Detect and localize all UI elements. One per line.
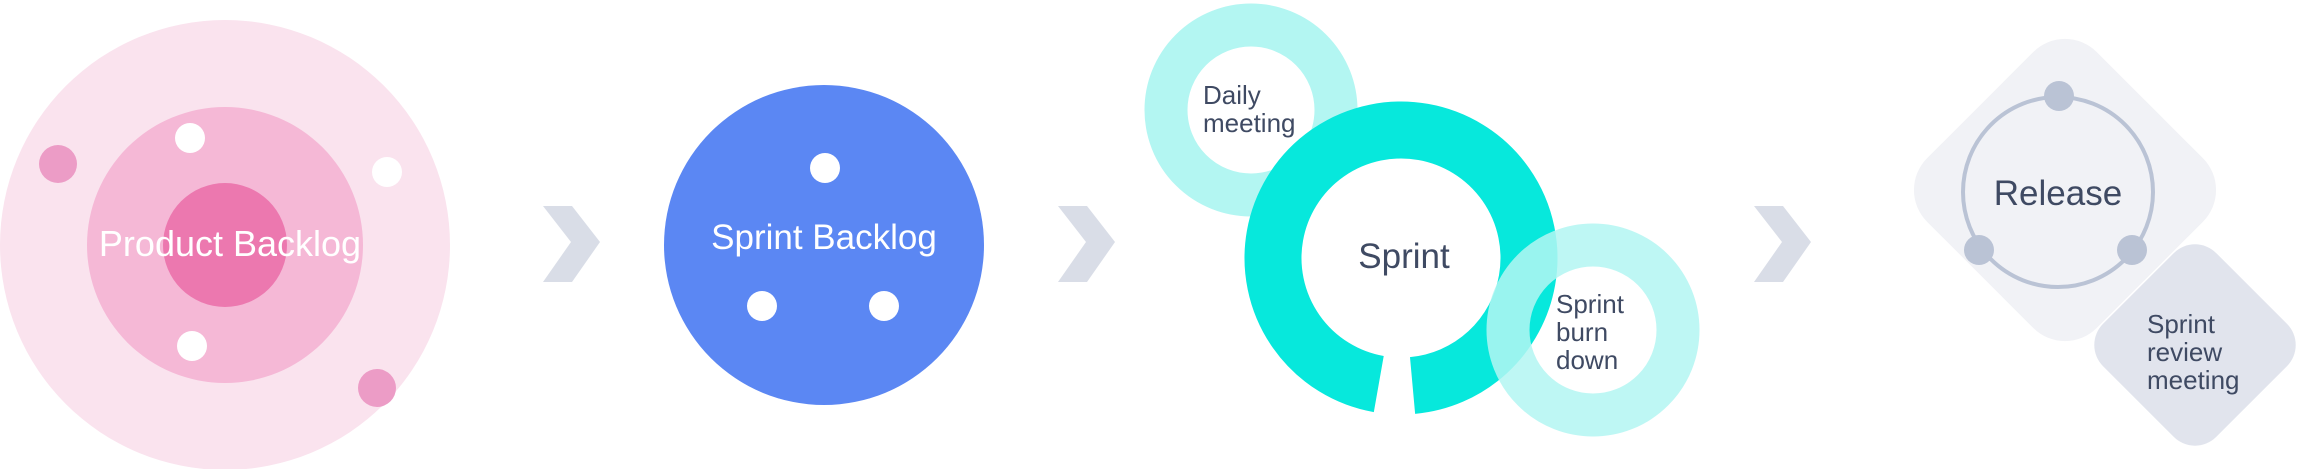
release-group: Release Sprint review meeting <box>1913 38 2296 446</box>
backlog-item-dot <box>39 145 77 183</box>
backlog-item-dot <box>177 331 207 361</box>
product-backlog-label: Product Backlog <box>99 223 361 264</box>
sprint-group: Sprint Daily meeting Sprint burn down <box>1144 3 1700 437</box>
product-backlog-core <box>163 183 287 307</box>
sprint-item-dot <box>810 153 840 183</box>
release-node-dot <box>2044 81 2074 111</box>
product-backlog-group: Product Backlog <box>0 20 450 470</box>
release-diamond <box>1913 38 2217 342</box>
chevron-right-icon <box>1058 206 1115 282</box>
sprint-item-dot <box>747 291 777 321</box>
chevron-right-icon <box>543 206 600 282</box>
review-meeting-diamond <box>2094 244 2296 446</box>
sprint-backlog-circle <box>664 85 984 405</box>
release-node-dot <box>2117 235 2147 265</box>
sprint-backlog-label: Sprint Backlog <box>711 218 937 257</box>
review-meeting-label-line2: review <box>2147 337 2222 367</box>
daily-meeting-ring <box>1144 3 1358 217</box>
review-meeting-label-line1: Sprint <box>2147 309 2216 339</box>
release-label: Release <box>1994 174 2122 213</box>
sprint-item-dot <box>869 291 899 321</box>
burn-down-label-line3: down <box>1556 345 1618 375</box>
backlog-item-dot <box>372 157 402 187</box>
burn-down-ring <box>1486 223 1700 437</box>
backlog-item-dot <box>358 369 396 407</box>
chevron-right-icon <box>1754 206 1811 282</box>
daily-meeting-label-line1: Daily <box>1203 80 1261 110</box>
release-node-dot <box>1964 235 1994 265</box>
review-meeting-label-line3: meeting <box>2147 365 2240 395</box>
sprint-backlog-group: Sprint Backlog <box>664 85 984 405</box>
sprint-label: Sprint <box>1358 237 1450 276</box>
backlog-item-dot <box>175 123 205 153</box>
burn-down-label-line1: Sprint <box>1556 289 1625 319</box>
daily-meeting-label-line2: meeting <box>1203 108 1296 138</box>
burn-down-label-line2: burn <box>1556 317 1608 347</box>
